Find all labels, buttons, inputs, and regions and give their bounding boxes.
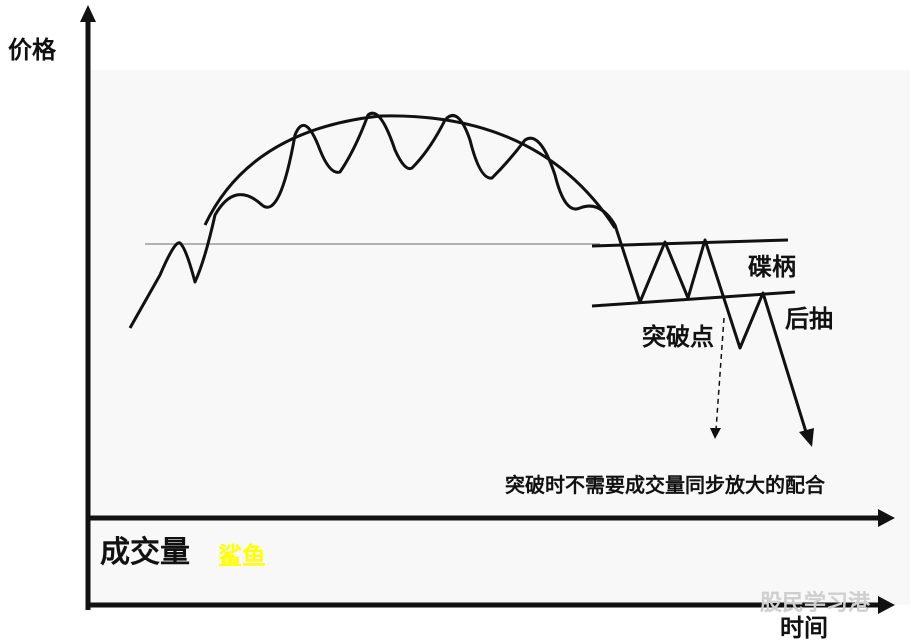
handle-label: 碟柄 (748, 253, 796, 281)
projection-arrow (710, 428, 721, 439)
handle-lower-line (591, 290, 796, 308)
volume-note: 突破时不需要成交量同步放大的配合 (505, 473, 826, 497)
time-axis-upper-arrow (878, 509, 895, 527)
price-axis-arrow (80, 5, 96, 22)
volume-axis-label: 成交量 (100, 535, 190, 570)
price-axis-label: 价格 (8, 36, 57, 64)
breakout-point-label: 突破点 (642, 323, 714, 351)
time-axis-lower-arrow (878, 596, 895, 614)
pullback-label: 后抽 (785, 305, 833, 333)
time-axis-label: 时间 (780, 614, 828, 641)
handle-upper-line (591, 238, 789, 248)
price-down-arrow (799, 428, 814, 447)
source-watermark: 股民学习港 (760, 590, 871, 616)
price-line (128, 111, 808, 433)
plot-background (90, 70, 910, 605)
author-watermark: 鲨鱼 (218, 542, 266, 570)
projection-dashed-line (715, 317, 725, 431)
